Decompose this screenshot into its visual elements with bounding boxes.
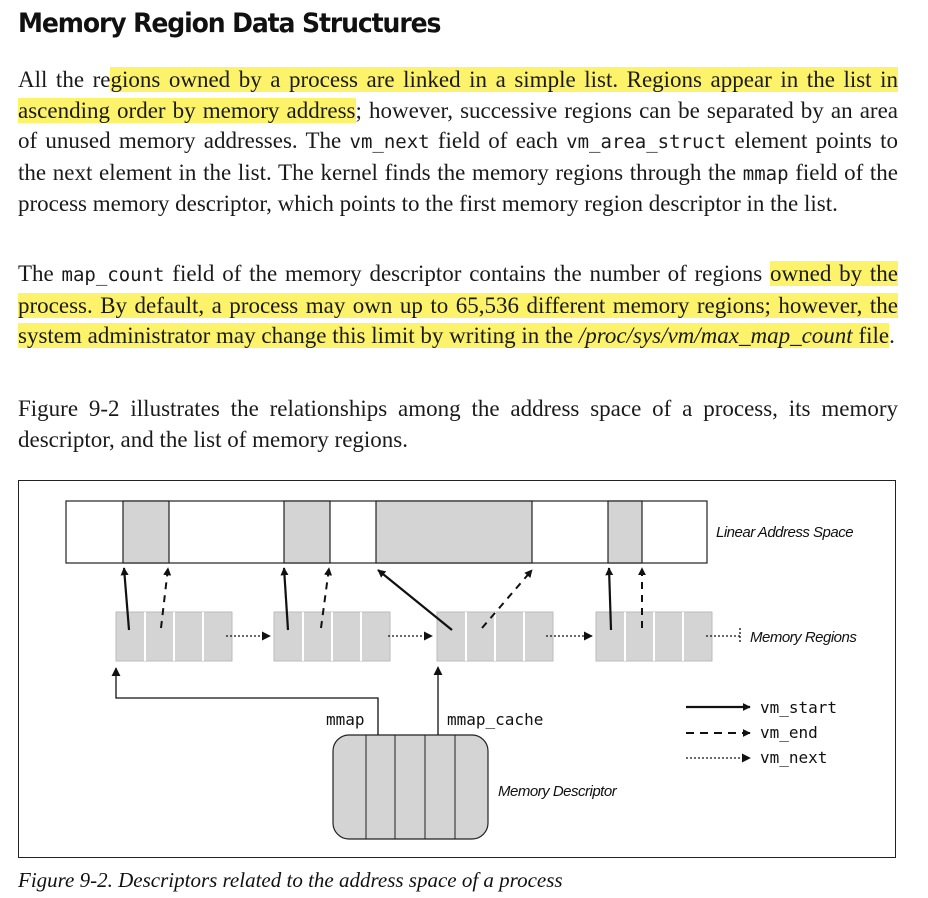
legend: vm_start vm_end vm_next <box>686 698 837 767</box>
address-region-2 <box>283 500 331 564</box>
code-map-count: map_count <box>61 264 165 286</box>
highlighted-file-path: /proc/sys/vm/max_map_count <box>578 323 853 349</box>
text-run: field of the process memory descriptor, … <box>18 159 899 217</box>
region-descriptor-3 <box>436 611 554 662</box>
paragraph-map-count: The map_count field of the memory descri… <box>18 259 898 352</box>
text-run: field of each <box>429 128 567 154</box>
section-heading: Memory Region Data Structures <box>18 8 441 39</box>
region-descriptor-4 <box>595 611 713 662</box>
region-descriptor-1 <box>115 611 233 662</box>
code-mmap: mmap <box>742 162 789 185</box>
text-run: element points to the next element in th… <box>18 128 898 185</box>
text-run: . <box>889 323 895 349</box>
region-descriptor-2 <box>273 611 391 662</box>
memory-descriptor <box>332 734 489 840</box>
legend-vm-next: vm_next <box>760 748 827 767</box>
vm-start-arrows <box>120 567 614 631</box>
code-vm-next: vm_next <box>349 131 430 154</box>
address-region-4 <box>607 500 643 564</box>
legend-vm-start: vm_start <box>760 698 837 717</box>
label-memory-descriptor: Memory Descriptor <box>498 783 618 800</box>
figure-caption: Figure 9-2. Descriptors related to the a… <box>18 868 563 892</box>
legend-vm-end: vm_end <box>760 723 818 742</box>
linear-address-space <box>65 500 708 564</box>
label-mmap-cache: mmap_cache <box>447 710 543 729</box>
mmap-pointer <box>111 667 379 738</box>
text-run: All the re <box>18 67 111 92</box>
vm-end-arrows <box>160 567 646 629</box>
address-region-3 <box>375 500 533 564</box>
highlighted-text: file <box>852 323 890 349</box>
label-mmap: mmap <box>326 710 365 729</box>
label-linear-address-space: Linear Address Space <box>716 524 853 541</box>
label-memory-regions: Memory Regions <box>750 629 857 646</box>
code-vm-area-struct: vm_area_struct <box>566 131 727 154</box>
text-run: ; however, successive regions can be sep… <box>18 97 898 154</box>
text-run: The <box>18 261 62 286</box>
figure-frame <box>18 480 896 858</box>
paragraph-regions-list: All the regions owned by a process are l… <box>18 65 899 220</box>
text-run: field of the memory descriptor contains … <box>164 261 770 286</box>
paragraph-figure-intro: Figure 9-2 illustrates the relationships… <box>18 396 898 452</box>
vm-next-arrows <box>226 628 741 644</box>
address-region-1 <box>122 500 170 564</box>
